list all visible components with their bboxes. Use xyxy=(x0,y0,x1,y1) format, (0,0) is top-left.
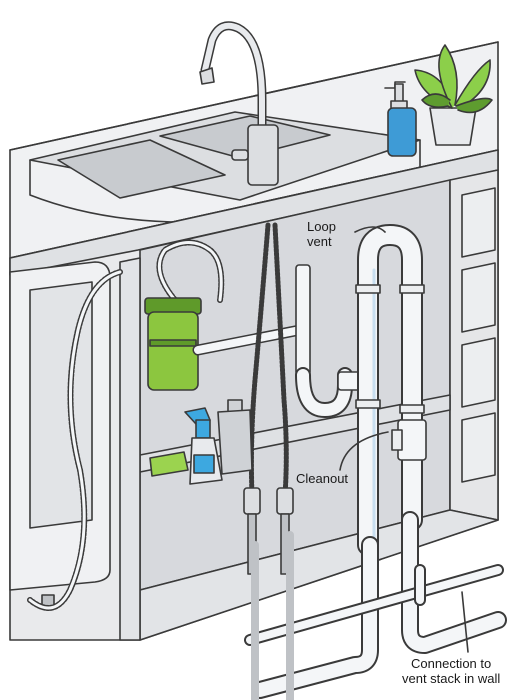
potted-plant-icon xyxy=(414,44,493,146)
sponge-icon xyxy=(149,451,189,477)
drain-to-vent-stack xyxy=(244,511,507,700)
loop-vent-label: Loop vent xyxy=(307,219,336,249)
loop-vent xyxy=(355,224,427,556)
cleanout-leader xyxy=(339,431,389,471)
connection-label-line2: vent stack in wall xyxy=(402,671,501,686)
loop-vent-label-line2: vent xyxy=(307,234,332,249)
cleanout-label: Cleanout xyxy=(296,471,349,486)
soap-dispenser-icon xyxy=(384,81,417,157)
connection-label: Connection to vent stack in wall xyxy=(402,656,500,686)
faucet-icon xyxy=(199,21,279,186)
loop-vent-label-line1: Loop xyxy=(307,219,336,234)
jug-icon xyxy=(217,399,253,475)
dishwasher xyxy=(9,261,111,608)
connection-label-line1: Connection to xyxy=(411,656,492,671)
garbage-disposer-icon xyxy=(144,297,202,391)
spray-bottle-icon xyxy=(184,407,223,485)
connection-leader xyxy=(461,591,469,653)
loop-vent-leader xyxy=(354,226,386,233)
